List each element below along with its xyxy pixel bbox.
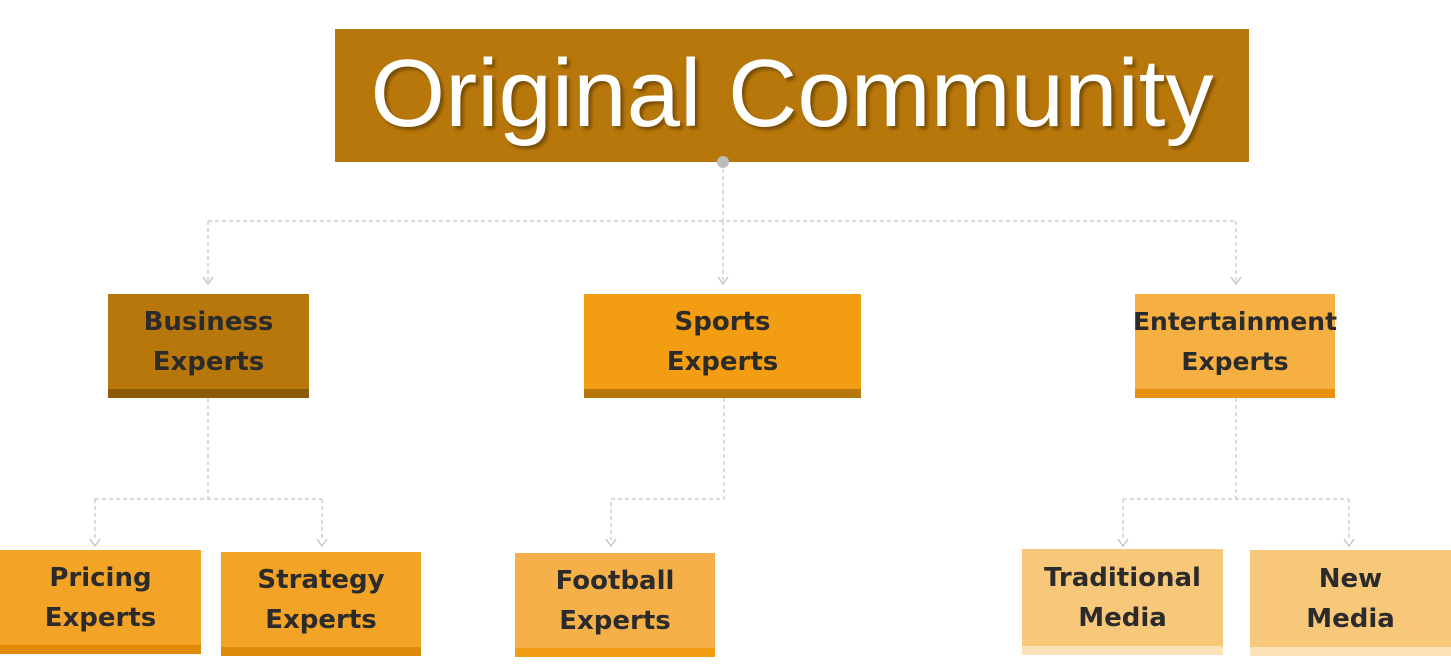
node-strategy-experts: Strategy Experts: [221, 552, 421, 656]
node-accent-bar: [1135, 389, 1335, 398]
node-label: Football Experts: [555, 566, 675, 636]
node-label: New Media: [1306, 564, 1395, 634]
root-connector-dot: [717, 156, 729, 168]
arrowhead-new-media: [1343, 538, 1355, 548]
root-title: Original Community: [370, 39, 1214, 147]
node-accent-bar: [221, 647, 421, 656]
node-new-media: New Media: [1250, 550, 1451, 656]
node-accent-bar: [1022, 646, 1223, 655]
node-label: Entertainment Experts: [1132, 307, 1338, 376]
node-accent-bar: [584, 389, 861, 398]
node-accent-bar: [1250, 647, 1451, 656]
root-node: Original Community: [335, 29, 1249, 162]
node-accent-bar: [515, 648, 715, 657]
arrowhead-strategy: [316, 538, 328, 548]
node-traditional-media: Traditional Media: [1022, 549, 1223, 655]
node-label: Sports Experts: [666, 307, 779, 377]
arrowhead-pricing: [89, 538, 101, 548]
node-pricing-experts: Pricing Experts: [0, 550, 201, 654]
node-business-experts: Business Experts: [108, 294, 309, 398]
node-football-experts: Football Experts: [515, 553, 715, 657]
node-label: Business Experts: [143, 307, 274, 377]
node-accent-bar: [0, 645, 201, 654]
arrowhead-entertainment: [1230, 276, 1242, 286]
node-sports-experts: Sports Experts: [584, 294, 861, 398]
node-entertainment-experts: Entertainment Experts: [1132, 294, 1338, 398]
node-label: Pricing Experts: [44, 563, 157, 633]
connector-sports-trunk: [610, 398, 725, 540]
node-label: Traditional Media: [1044, 563, 1201, 633]
arrowhead-football: [605, 538, 617, 548]
arrowhead-business: [202, 276, 214, 286]
node-label: Strategy Experts: [257, 565, 385, 635]
arrowhead-traditional: [1117, 538, 1129, 548]
node-accent-bar: [108, 389, 309, 398]
arrowhead-sports: [717, 276, 729, 286]
